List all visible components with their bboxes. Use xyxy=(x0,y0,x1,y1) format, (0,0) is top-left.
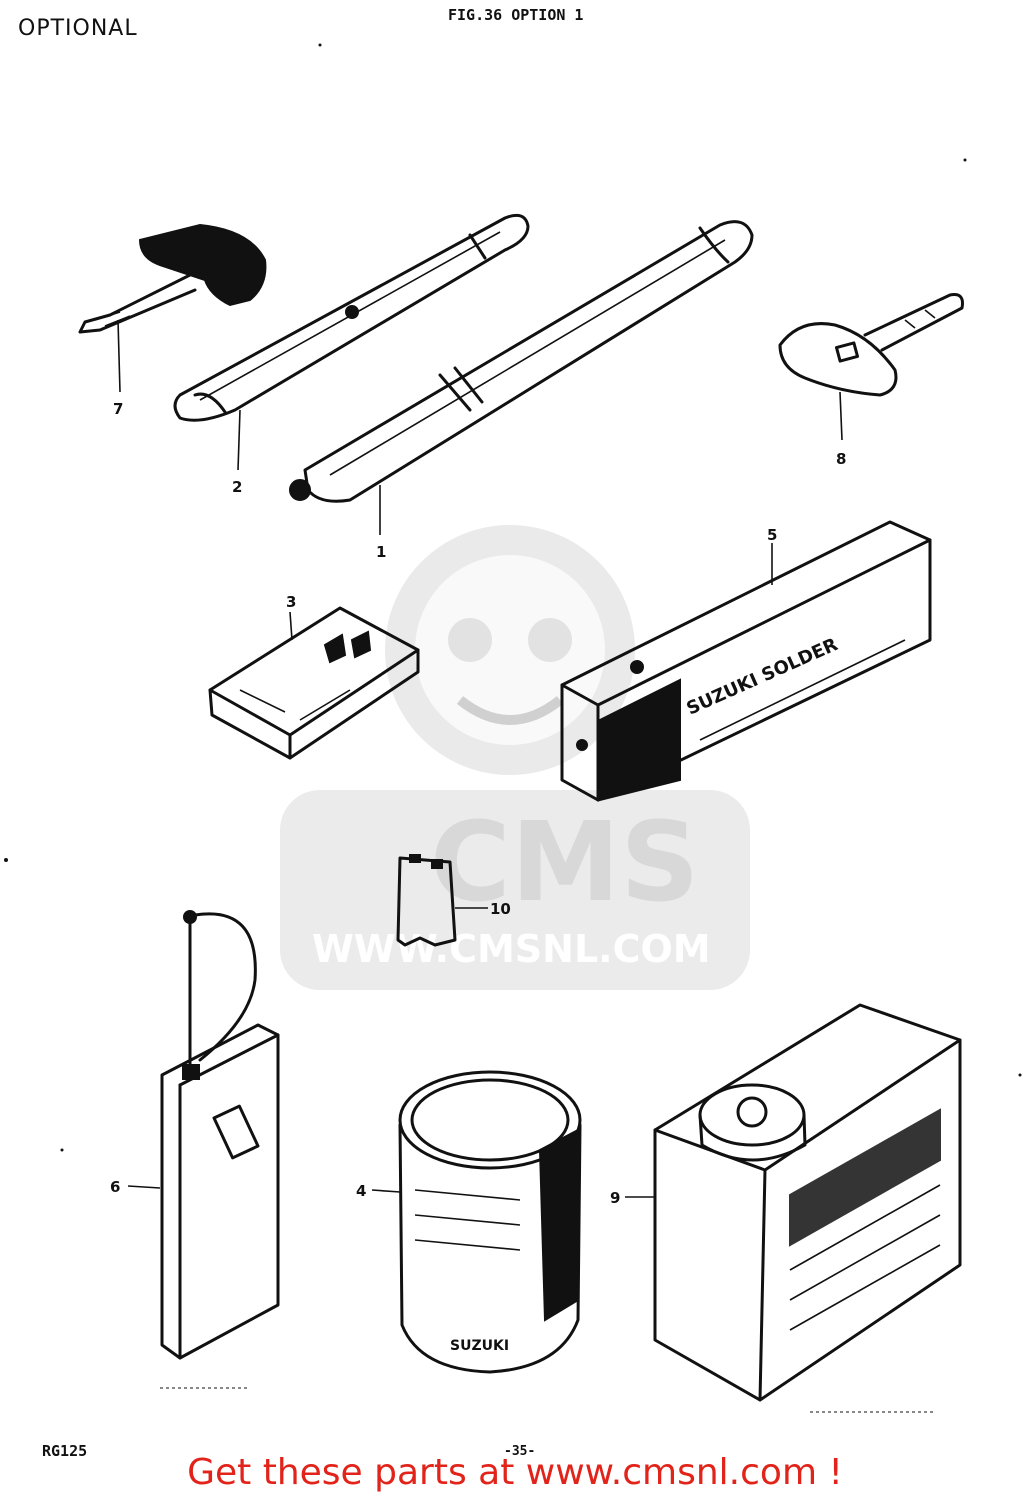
callout-10: 10 xyxy=(490,900,511,918)
leader-6 xyxy=(127,1185,161,1189)
pump-icon xyxy=(289,220,754,503)
pouch-tube-icon xyxy=(173,213,530,422)
solder-brand-text: SUZUKI SOLDER xyxy=(683,634,841,720)
leader-7 xyxy=(117,319,121,393)
callout-8: 8 xyxy=(836,450,846,468)
can-brand-text: SUZUKI xyxy=(450,1338,509,1354)
leader-3a xyxy=(289,611,293,641)
watermark-mascot-icon xyxy=(385,525,635,775)
leader-4 xyxy=(371,1189,401,1193)
watermark-brand: CMS xyxy=(430,798,699,926)
watermark-url: WWW.CMSNL.COM xyxy=(312,927,711,971)
callout-9: 9 xyxy=(610,1189,620,1207)
callout-6: 6 xyxy=(110,1178,120,1196)
footer-parts-link[interactable]: Get these parts at www.cmsnl.com ! xyxy=(187,1452,843,1493)
figure-header: FIG.36 OPTION 1 xyxy=(448,6,584,24)
page-number: -35- xyxy=(504,1444,536,1459)
key-small-icon xyxy=(778,293,964,397)
leader-2 xyxy=(237,409,241,471)
label-tag-icon xyxy=(396,854,457,947)
callout-2: 2 xyxy=(232,478,242,496)
repair-kit-box-icon xyxy=(208,606,420,760)
model-code: RG125 xyxy=(42,1442,88,1460)
oil-can-icon xyxy=(653,1003,962,1402)
radio-unit-icon xyxy=(160,910,280,1360)
callout-3: 3 xyxy=(286,593,296,611)
callout-7: 7 xyxy=(113,400,123,418)
callout-4: 4 xyxy=(356,1182,366,1200)
key-large-icon xyxy=(78,223,267,334)
leader-8 xyxy=(839,391,843,441)
callout-5: 5 xyxy=(767,526,777,544)
paint-can-icon: SUZUKI xyxy=(398,1070,582,1374)
page-label: OPTIONAL xyxy=(18,16,138,41)
callout-1: 1 xyxy=(376,543,386,561)
scan-specks xyxy=(4,43,1022,1413)
